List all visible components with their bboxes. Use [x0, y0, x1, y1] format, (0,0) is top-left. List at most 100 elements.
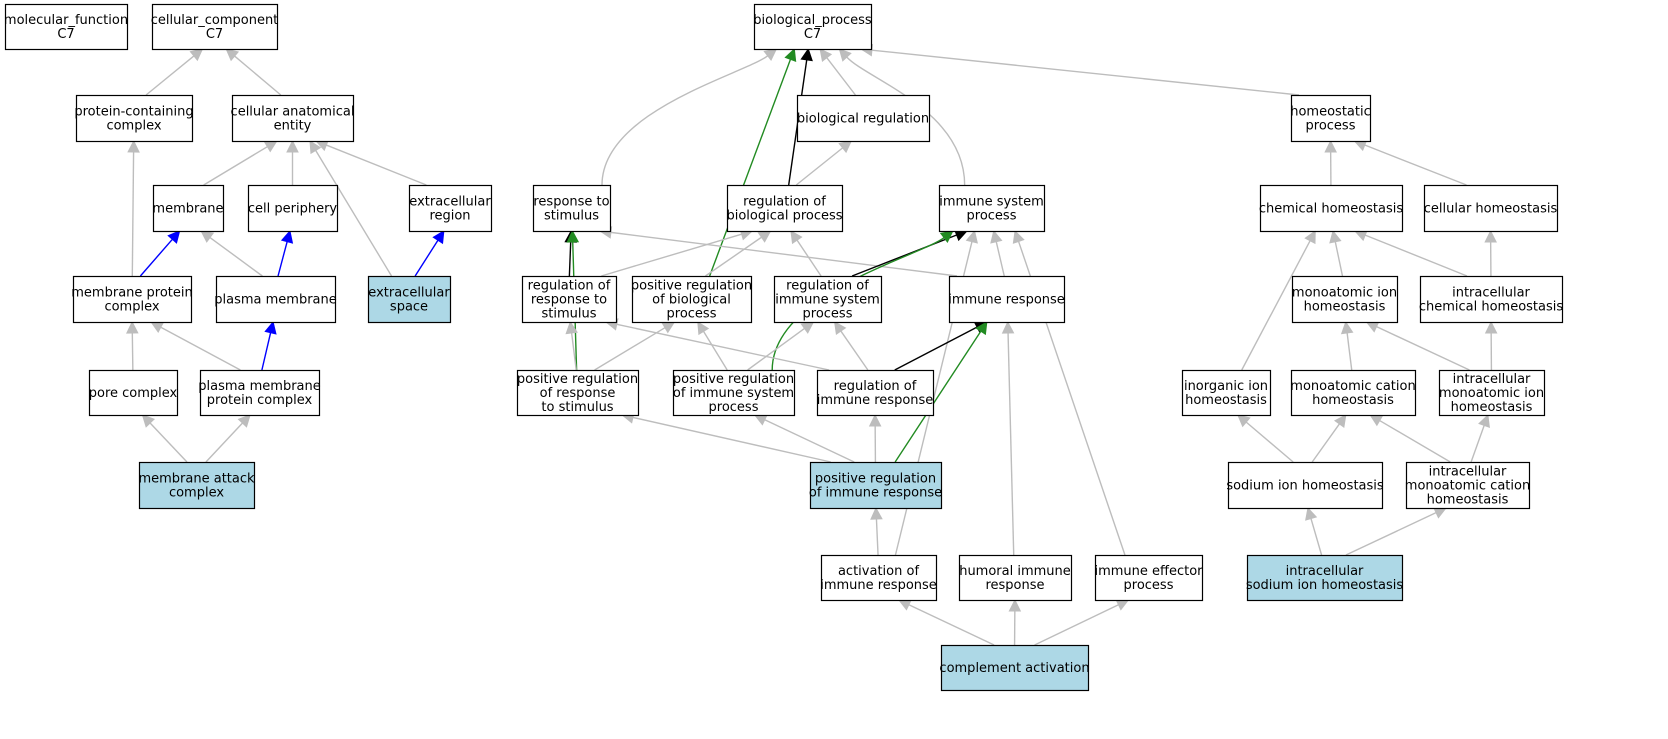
node-label: cellular_component	[151, 13, 279, 28]
edge-arrowhead	[661, 321, 676, 334]
node-chemical-homeostasis[interactable]: chemical homeostasis	[1259, 184, 1404, 233]
edge-regulation-of-immune-response-to-regulation-of-response-to-stimulus	[604, 318, 830, 371]
edge-positive-regulation-of-immune-response-to-regulation-of-immune-response	[868, 413, 882, 463]
edge-arrowhead	[1333, 414, 1347, 429]
edge-line	[326, 144, 427, 186]
node-box	[816, 369, 935, 417]
node-box	[948, 275, 1066, 324]
node-label: immune response	[820, 578, 937, 593]
node-box	[631, 275, 753, 324]
edge-sodium-ion-homeostasis-to-inorganic-ion-homeostasis	[1236, 414, 1294, 463]
node-label: homeostasis	[1312, 393, 1394, 408]
edge-arrowhead	[1115, 599, 1130, 611]
node-box	[521, 275, 618, 324]
edge-line	[1034, 604, 1119, 646]
edge-line	[747, 327, 805, 371]
edge-arrowhead	[790, 230, 803, 245]
edge-arrowhead	[237, 414, 251, 428]
edge-line	[568, 241, 572, 277]
node-cellular-homeostasis[interactable]: cellular homeostasis	[1424, 184, 1559, 233]
node-label: immune system	[775, 293, 880, 308]
edge-arrowhead	[565, 320, 578, 335]
node-biological-regulation[interactable]: biological regulation	[796, 94, 931, 143]
node-complement-activation[interactable]: complement activation	[939, 644, 1090, 692]
edge-line	[702, 331, 728, 371]
node-label: positive regulation	[815, 472, 936, 487]
edge-line	[160, 326, 241, 371]
node-label: C7	[57, 27, 74, 42]
node-label: regulation of	[834, 379, 917, 394]
edge-membrane-protein-complex-to-membrane	[139, 230, 181, 277]
edge-extracellular-space-to-extracellular-region	[414, 230, 445, 277]
node-immune-response[interactable]: immune response	[948, 275, 1066, 324]
node-label: plasma membrane	[198, 379, 321, 394]
edge-line	[1345, 512, 1437, 556]
node-label: response to	[531, 293, 607, 308]
node-sodium-ion-homeostasis[interactable]: sodium ion homeostasis	[1226, 461, 1384, 510]
node-box	[1094, 554, 1204, 602]
node-label: cellular homeostasis	[1424, 202, 1558, 217]
edge-arrowhead	[280, 229, 294, 244]
edge-arrowhead	[1369, 414, 1384, 427]
edge-positive-regulation-of-immune-system-process-to-positive-regulation-of-biological-process	[697, 321, 728, 371]
edge-monoatomic-cation-homeostasis-to-monoatomic-ion-homeostasis	[1340, 320, 1354, 371]
edge-intracellular-chemical-homeostasis-to-cellular-homeostasis	[1484, 229, 1497, 277]
node-box	[408, 184, 493, 233]
node-label: monoatomic cation	[1405, 479, 1530, 494]
node-box	[940, 644, 1090, 692]
node-label: process	[967, 209, 1017, 224]
node-membrane[interactable]: membrane	[152, 184, 225, 233]
edge-line	[1346, 332, 1353, 371]
node-label: region	[429, 209, 470, 224]
node-pore-complex[interactable]: pore complex	[89, 369, 179, 417]
edge-arrowhead	[126, 320, 139, 334]
edge-line	[705, 236, 762, 277]
edge-line	[1379, 419, 1451, 463]
node-label: entity	[274, 119, 312, 134]
edge-arrowhead	[1305, 506, 1318, 521]
edge-arrowhead	[990, 229, 1003, 244]
edge-arrowhead	[833, 321, 847, 336]
edge-line	[1311, 423, 1340, 463]
node-label: membrane protein	[71, 286, 192, 301]
edge-plasma-membrane-protein-complex-to-plasma-membrane	[261, 320, 277, 371]
node-cell-periphery[interactable]: cell periphery	[248, 184, 339, 233]
edge-membrane-protein-complex-to-protein-containing-complex	[127, 139, 140, 277]
edge-immune-response-to-response-to-stimulus	[598, 226, 958, 277]
node-box	[1259, 184, 1404, 233]
node-label: extracellular	[409, 195, 491, 210]
node-plasma-membrane[interactable]: plasma membrane	[214, 275, 337, 324]
